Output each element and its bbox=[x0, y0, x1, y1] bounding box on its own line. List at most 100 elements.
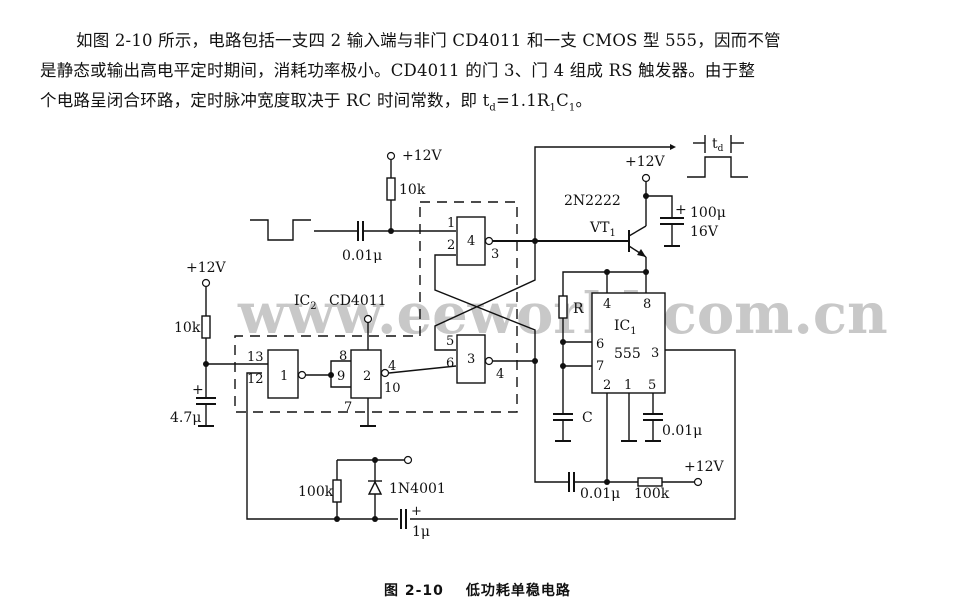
output-arrow-icon bbox=[670, 144, 676, 150]
trigger-capacitor-label: 0.01μ bbox=[580, 486, 620, 502]
junction bbox=[604, 269, 610, 275]
figure-title: 低功耗单稳电路 bbox=[465, 583, 571, 599]
wire bbox=[330, 360, 351, 388]
supply-cap-plus: + bbox=[675, 202, 687, 218]
trigger-capacitor bbox=[568, 472, 575, 492]
gate-2-pin-7: 7 bbox=[344, 400, 352, 415]
paragraph-line-3-text: 个电路呈闭合环路，定时脉冲宽度取决于 RC 时间常数，即 t bbox=[40, 91, 490, 110]
transistor-label: VT1 bbox=[589, 220, 616, 239]
gate-4-pin-3: 3 bbox=[491, 247, 499, 262]
junction bbox=[372, 516, 378, 522]
ic2-vdd-terminal bbox=[363, 314, 373, 324]
feedback-capacitor-label: 1μ bbox=[412, 524, 430, 540]
ic1-pin-1: 1 bbox=[624, 378, 632, 393]
ic1-555-timer bbox=[591, 292, 666, 394]
feedback-capacitor-1u bbox=[400, 509, 407, 529]
resistor-10k-top-label: 10k bbox=[399, 182, 426, 198]
gate-2-pin-9: 9 bbox=[337, 369, 345, 384]
gate-1-pin-12: 12 bbox=[247, 372, 264, 387]
timing-capacitor bbox=[553, 413, 573, 421]
resistor-10k-left-label: 10k bbox=[174, 320, 201, 336]
diode-1n4001 bbox=[367, 480, 383, 495]
wire-cross-2 bbox=[434, 241, 536, 351]
gate-1-number: 1 bbox=[280, 369, 288, 384]
c1-subscript: 1 bbox=[568, 102, 576, 114]
paragraph-line-3: 个电路呈闭合环路，定时脉冲宽度取决于 RC 时间常数，即 td=1.1R1C1。 bbox=[40, 86, 920, 123]
gate-2-inverter-bubble bbox=[380, 368, 390, 378]
r1-subscript: 1 bbox=[549, 102, 557, 114]
wire-cross-1 bbox=[434, 254, 536, 361]
junction bbox=[334, 516, 340, 522]
gate-2-pin-10: 10 bbox=[384, 381, 401, 396]
paragraph-line-1: 如图 2-10 所示，电路包括一支四 2 输入端与非门 CD4011 和一支 C… bbox=[76, 31, 781, 50]
vt-sub: 1 bbox=[609, 228, 615, 239]
ic1-pin-6: 6 bbox=[596, 337, 604, 352]
description-paragraph: 如图 2-10 所示，电路包括一支四 2 输入端与非门 CD4011 和一支 C… bbox=[40, 26, 920, 123]
junction bbox=[560, 339, 566, 345]
timing-capacitor-4-7u bbox=[196, 397, 216, 405]
timing-resistor-label: R bbox=[573, 301, 584, 317]
ic1-pin-8: 8 bbox=[643, 297, 651, 312]
gate-2-number: 2 bbox=[363, 369, 371, 384]
gate-1-pin-13: 13 bbox=[247, 350, 264, 365]
ic1-pin-7: 7 bbox=[596, 359, 604, 374]
gate-4-number: 4 bbox=[467, 234, 475, 249]
feedback-cap-plus: + bbox=[411, 504, 422, 519]
vcc-left-label: +12V bbox=[186, 260, 227, 276]
ic2-part-label: CD4011 bbox=[329, 293, 387, 309]
ic1-pin-5: 5 bbox=[648, 378, 656, 393]
output-pulse-waveform bbox=[687, 156, 748, 178]
wire-feedback-loop bbox=[246, 349, 736, 520]
gate-1-inverter-bubble bbox=[297, 370, 307, 380]
vcc-terminal-right bbox=[641, 173, 651, 183]
vcc-bottom-label: +12V bbox=[684, 459, 725, 475]
trigger-resistor bbox=[637, 477, 663, 487]
ic1-pin-2: 2 bbox=[603, 378, 611, 393]
control-capacitor bbox=[643, 413, 663, 421]
vt-text: VT bbox=[589, 220, 610, 236]
wire-output-top bbox=[534, 146, 670, 241]
control-capacitor-label: 0.01μ bbox=[662, 423, 702, 439]
ic1-text: IC bbox=[614, 318, 630, 334]
gate-4-inverter-bubble bbox=[484, 236, 494, 246]
ic1-sub: 1 bbox=[630, 326, 636, 337]
td-sub: d bbox=[718, 144, 724, 154]
nand-gate-4 bbox=[456, 216, 486, 266]
formula-c: C bbox=[556, 91, 569, 110]
diode-label: 1N4001 bbox=[389, 481, 446, 497]
td-text: t bbox=[712, 136, 718, 152]
junction bbox=[560, 363, 566, 369]
ic1-part-label: 555 bbox=[614, 346, 641, 362]
nand-gate-1 bbox=[267, 349, 299, 399]
gate-4-pin-1: 1 bbox=[447, 216, 455, 231]
wire-gate2-to-gate3 bbox=[388, 365, 457, 374]
figure-caption: 图 2-10 低功耗单稳电路 bbox=[384, 580, 593, 600]
supply-cap-voltage: 16V bbox=[690, 224, 719, 240]
wire bbox=[534, 361, 568, 483]
paragraph-line-2: 是静态或输出高电平定时期间，消耗功率极小。CD4011 的门 3、门 4 组成 … bbox=[40, 61, 756, 80]
feedback-resistor-label: 100k bbox=[298, 484, 334, 500]
wire bbox=[646, 195, 673, 217]
transistor-part-label: 2N2222 bbox=[564, 193, 621, 209]
emitter-arrow-icon bbox=[637, 249, 646, 257]
supply-cap-label: 100μ bbox=[690, 205, 726, 221]
gate-3-inverter-bubble bbox=[484, 356, 494, 366]
trigger-resistor-label: 100k bbox=[634, 486, 670, 502]
input-pulse-waveform bbox=[250, 219, 311, 241]
ic1-label: IC1 bbox=[614, 318, 637, 337]
vcc-right-label: +12V bbox=[625, 154, 666, 170]
gate-3-pin-5: 5 bbox=[446, 334, 454, 349]
td-label: td bbox=[712, 136, 724, 154]
formula-text: =1.1R bbox=[496, 91, 550, 110]
resistor-10k-left bbox=[201, 315, 211, 339]
gate-3-number: 3 bbox=[467, 352, 475, 367]
resistor-10k-top bbox=[386, 177, 396, 201]
figure-number: 图 2-10 bbox=[384, 583, 444, 599]
gate-3-pin-4: 4 bbox=[496, 367, 504, 382]
ic1-pin-4: 4 bbox=[603, 297, 611, 312]
transistor-collector bbox=[628, 225, 647, 237]
ic2-text: IC bbox=[294, 293, 310, 309]
c-left-label: 4.7μ bbox=[170, 410, 201, 426]
gate-2-pin-4: 4 bbox=[388, 359, 396, 374]
